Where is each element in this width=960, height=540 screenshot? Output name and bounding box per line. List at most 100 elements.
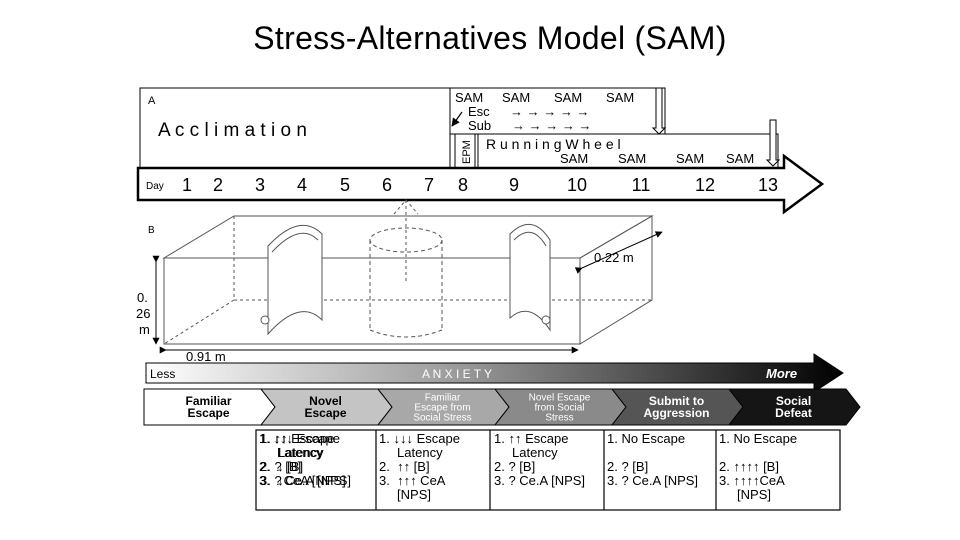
day-number: 4 [297, 175, 307, 195]
panel-b: B 0.22 m 0. 26 m 0.91 m [136, 199, 663, 364]
day-number: 12 [695, 175, 715, 195]
height-dimension-3: m [139, 322, 150, 337]
sam-top-label-3: SAM [554, 90, 582, 105]
stage-label: Social Stress [413, 413, 471, 424]
day-timeline-arrow [136, 153, 825, 215]
panel-a-label: A [148, 95, 156, 107]
stage-label: Escape from [414, 403, 470, 414]
panel-b-label: B [148, 225, 155, 236]
table-cell-line: 3. ↓CeA [NPS] [259, 473, 346, 488]
esc-label: Esc [468, 104, 490, 119]
table-cell-line: Latency [260, 445, 324, 460]
anxiety-less-label: Less [150, 367, 175, 381]
table-cell-line: 2. ? [B] [494, 459, 536, 474]
stage-label: Novel [309, 394, 342, 408]
table-cell-line: 2. ? [B] [607, 459, 649, 474]
table-cell-line: 3. ? Ce.A [NPS] [260, 473, 352, 488]
anxiety-more-label: More [766, 366, 797, 381]
day-number: 8 [458, 175, 468, 195]
table-cell-line: 1. No Escape [719, 431, 798, 446]
day-number: 3 [255, 175, 265, 195]
sam-bottom-label-2: SAM [618, 151, 646, 166]
table-cell-line: 1. ↑↑ Escape [260, 431, 335, 446]
day-number: 7 [424, 175, 434, 195]
day-label: Day [146, 181, 164, 192]
stage-label: Escape [187, 406, 229, 420]
day-number: 11 [632, 175, 651, 195]
stage-label: Social [776, 394, 811, 408]
anxiety-label: A N X I E T Y [422, 367, 492, 381]
stage-chevrons: FamiliarEscapeNovelEscapeFamiliarEscape … [143, 388, 861, 426]
table-cell-line: Latency [494, 445, 558, 460]
running-wheel-label: R u n n i n g W h e e l [486, 136, 621, 152]
table-cell-line: 3. ↑↑↑↑CeA [719, 473, 785, 488]
height-dimension-2: 26 [136, 306, 150, 321]
stage-label: Submit to [649, 394, 704, 408]
arena-side-face [579, 215, 653, 345]
table-cell-line: 3. ↑↑↑ CeA [379, 473, 446, 488]
day-number: 5 [340, 175, 350, 195]
day-number: 6 [382, 175, 392, 195]
table-cell-line: 2. ↑↑↑↑ [B] [719, 459, 779, 474]
table-cell-line: 2. ↑↑ [B] [379, 459, 430, 474]
page-title: Stress-Alternatives Model (SAM) [253, 20, 727, 56]
stage-label: Escape [304, 406, 346, 420]
table-cell-line: 3. ? Ce.A [NPS] [607, 473, 699, 488]
sam-bottom-label-4: SAM [726, 151, 754, 166]
table-cell-line: 1. ↓↓↓ Escape [379, 431, 460, 446]
stage-label: Aggression [643, 406, 709, 420]
table-cell-line: Latency [259, 445, 323, 460]
length-dimension: 0.91 m [186, 349, 226, 364]
sam-top-label-4: SAM [606, 90, 634, 105]
day-number: 10 [567, 175, 587, 195]
stage-label: Novel Escape [529, 393, 591, 404]
branch-arrow-icon [451, 111, 463, 127]
anxiety-gradient-arrow [145, 353, 844, 393]
sam-schedule-box [449, 87, 666, 135]
sam-bottom-label-3: SAM [676, 151, 704, 166]
day-number: 13 [758, 175, 778, 195]
running-wheel-box [477, 133, 779, 169]
table-cell-line: 3. ? Ce.A [NPS] [494, 473, 586, 488]
table-cell-line: [NPS] [379, 487, 432, 502]
table-cell-line: 1. ↓↓↓ Escape [259, 431, 340, 446]
table-cell-line: Latency [379, 445, 443, 460]
height-dimension-1: 0. [137, 290, 148, 305]
outcome-table-grid [255, 429, 841, 511]
stage-label: from Social [534, 403, 584, 414]
width-dimension: 0.22 m [594, 250, 634, 265]
acclimation-label: A c c l i m a t i o n [158, 120, 307, 141]
sub-label: Sub [468, 118, 491, 133]
panel-c: Less A N X I E T Y More C FamiliarEscape… [143, 353, 861, 426]
day-number: 1 [182, 175, 192, 195]
sub-arrows: → → → → → [512, 118, 591, 133]
table-cell-line: [NPS] [719, 487, 772, 502]
table-cell-line: 2. ? [B] [260, 459, 302, 474]
sam-bottom-label-1: SAM [560, 151, 588, 166]
stage-label: Stress [545, 413, 573, 424]
esc-arrows: → → → → → [510, 104, 589, 119]
day-number: 2 [213, 175, 223, 195]
table-cell-line: 2. ↓ [B] [259, 459, 304, 474]
table-cell-line: 1. ↑↑ Escape [494, 431, 569, 446]
table-cell-line: 1. No Escape [607, 431, 686, 446]
down-arrow-icon [765, 119, 781, 167]
acclimation-box [139, 87, 451, 169]
left-escape-tube [267, 225, 323, 336]
sam-top-label-1: SAM [455, 90, 483, 105]
epm-label: EPM [461, 140, 473, 164]
right-escape-tube [509, 224, 551, 332]
panel-a: A A c c l i m a t i o n SAM SAM SAM SAM … [136, 87, 825, 215]
day-number: 9 [509, 175, 519, 195]
stage-label: Defeat [775, 406, 812, 420]
sam-top-label-2: SAM [502, 90, 530, 105]
down-arrow-icon [651, 87, 667, 135]
